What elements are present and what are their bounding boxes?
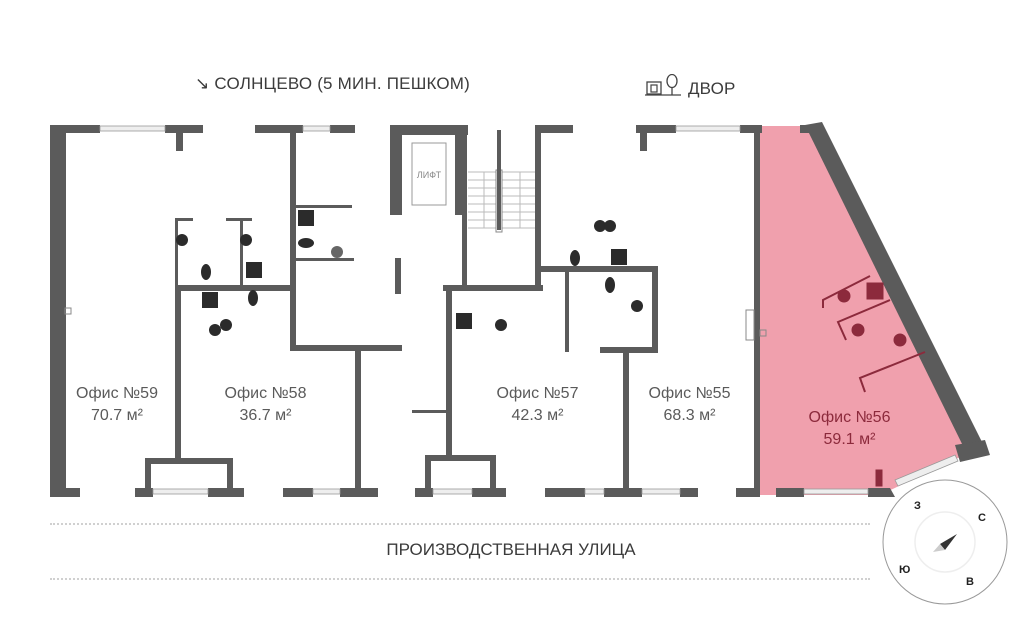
street-border-bottom xyxy=(50,578,870,580)
office-57-label[interactable]: Офис №57 42.3 м² xyxy=(496,385,579,424)
office-56-label[interactable]: Офис №56 59.1 м² xyxy=(808,409,891,448)
street-border-top xyxy=(50,523,870,525)
direction-yard: ДВОР xyxy=(645,73,736,99)
elevator xyxy=(411,142,447,206)
office-58-label[interactable]: Офис №58 36.7 м² xyxy=(224,385,307,424)
compass-west: З xyxy=(914,500,921,512)
office-59-label[interactable]: Офис №59 70.7 м² xyxy=(76,385,158,424)
compass-east: В xyxy=(966,576,974,588)
direction-solntsevo: ↘ СОЛНЦЕВО (5 МИН. ПЕШКОМ) xyxy=(195,74,471,93)
compass-needle-icon xyxy=(940,534,957,550)
compass xyxy=(882,479,1008,605)
office-55-label[interactable]: Офис №55 68.3 м² xyxy=(648,385,731,424)
staircase xyxy=(468,169,535,233)
arrow-down-right-icon: ↘ xyxy=(195,74,210,93)
compass-south: Ю xyxy=(899,564,911,576)
street-name: ПРОИЗВОДСТВЕННАЯ УЛИЦА xyxy=(386,540,636,559)
playground-tree-icon xyxy=(645,73,681,96)
elevator-label: ЛИФТ xyxy=(417,170,442,180)
compass-north: С xyxy=(978,512,986,524)
